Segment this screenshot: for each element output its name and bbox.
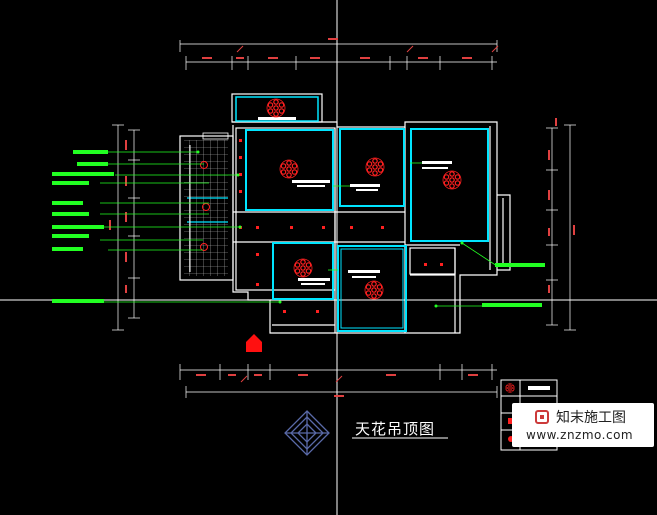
- dimension-ticks-bottom: [240, 375, 343, 383]
- balcony-top: [231, 93, 323, 123]
- left-dimension-lines: [112, 124, 140, 331]
- watermark-badge[interactable]: 知末施工图 www.znzmo.com: [512, 403, 654, 447]
- downlight-icon: [508, 418, 514, 424]
- small-lamps: [200, 161, 210, 251]
- downlights: [239, 139, 443, 313]
- watermark-name: 知末施工图: [556, 410, 626, 426]
- drawing-title: 天花吊顶图: [355, 420, 436, 438]
- bottom-dimension-texts: [196, 374, 478, 397]
- compass-rose-icon: [284, 410, 330, 456]
- chandelier-icon: [505, 383, 515, 393]
- left-dimension-texts: [109, 140, 127, 293]
- right-dimension-texts: [548, 118, 575, 293]
- chandelier-icon[interactable]: [279, 159, 299, 179]
- chandelier-icon[interactable]: [365, 157, 385, 177]
- bottom-dimension-lines: [179, 364, 498, 398]
- leader-lines: [100, 151, 498, 307]
- left-grid-balcony: [179, 132, 234, 281]
- leader-dots: [196, 150, 464, 308]
- chandelier-icon[interactable]: [293, 258, 313, 278]
- building-walls: [232, 121, 511, 334]
- dimension-ticks-top: [236, 45, 499, 53]
- chandelier-icon[interactable]: [364, 280, 384, 300]
- chandelier-icon[interactable]: [266, 98, 286, 118]
- right-dimension-lines: [546, 124, 576, 331]
- top-dimension-texts: [202, 38, 472, 59]
- watermark-url: www.znzmo.com: [526, 428, 634, 442]
- chandelier-icon[interactable]: [442, 170, 462, 190]
- ceiling-outlines: [245, 128, 489, 332]
- entrance-door-marker: [246, 334, 262, 352]
- znzmo-logo-icon: [535, 410, 549, 424]
- top-dimension-lines: [179, 40, 498, 70]
- material-labels: [52, 150, 545, 307]
- room-labels: [292, 161, 452, 285]
